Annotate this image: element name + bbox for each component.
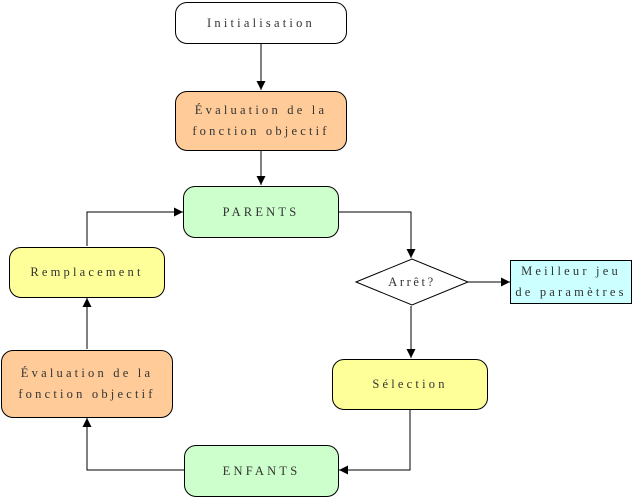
decision-arret-shape <box>354 258 470 306</box>
node-parents: PARENTS <box>183 186 339 238</box>
node-meilleur-jeu: Meilleur jeu de paramètres <box>510 260 632 304</box>
node-parents-label: PARENTS <box>222 204 300 219</box>
node-evaluation-top-line1: Évaluation de la <box>194 103 328 117</box>
node-initialisation-label: Initialisation <box>207 15 315 30</box>
node-initialisation: Initialisation <box>175 2 347 44</box>
node-evaluation-left: Évaluation de la fonction objectif <box>1 350 173 418</box>
node-remplacement: Remplacement <box>9 247 165 298</box>
arrow-remplacement-to-parents <box>86 207 183 246</box>
node-enfants-label: ENFANTS <box>222 463 301 478</box>
node-evaluation-left-line2: fonction objectif <box>18 387 156 401</box>
node-meilleur-jeu-line2: de paramètres <box>515 285 627 299</box>
node-evaluation-top: Évaluation de la fonction objectif <box>175 91 347 151</box>
node-meilleur-jeu-line1: Meilleur jeu <box>521 264 621 278</box>
node-selection: Sélection <box>332 359 488 410</box>
node-enfants: ENFANTS <box>184 445 339 497</box>
node-evaluation-left-line1: Évaluation de la <box>20 366 154 380</box>
arrow-selection-to-enfants <box>339 410 411 475</box>
node-remplacement-label: Remplacement <box>30 265 144 279</box>
node-evaluation-top-line2: fonction objectif <box>192 124 330 138</box>
arrow-parents-to-arret <box>339 211 416 258</box>
arrow-enfants-to-eval <box>82 418 184 471</box>
node-selection-label: Sélection <box>372 377 448 391</box>
decision-arret-label: Arrêt? <box>388 274 436 289</box>
